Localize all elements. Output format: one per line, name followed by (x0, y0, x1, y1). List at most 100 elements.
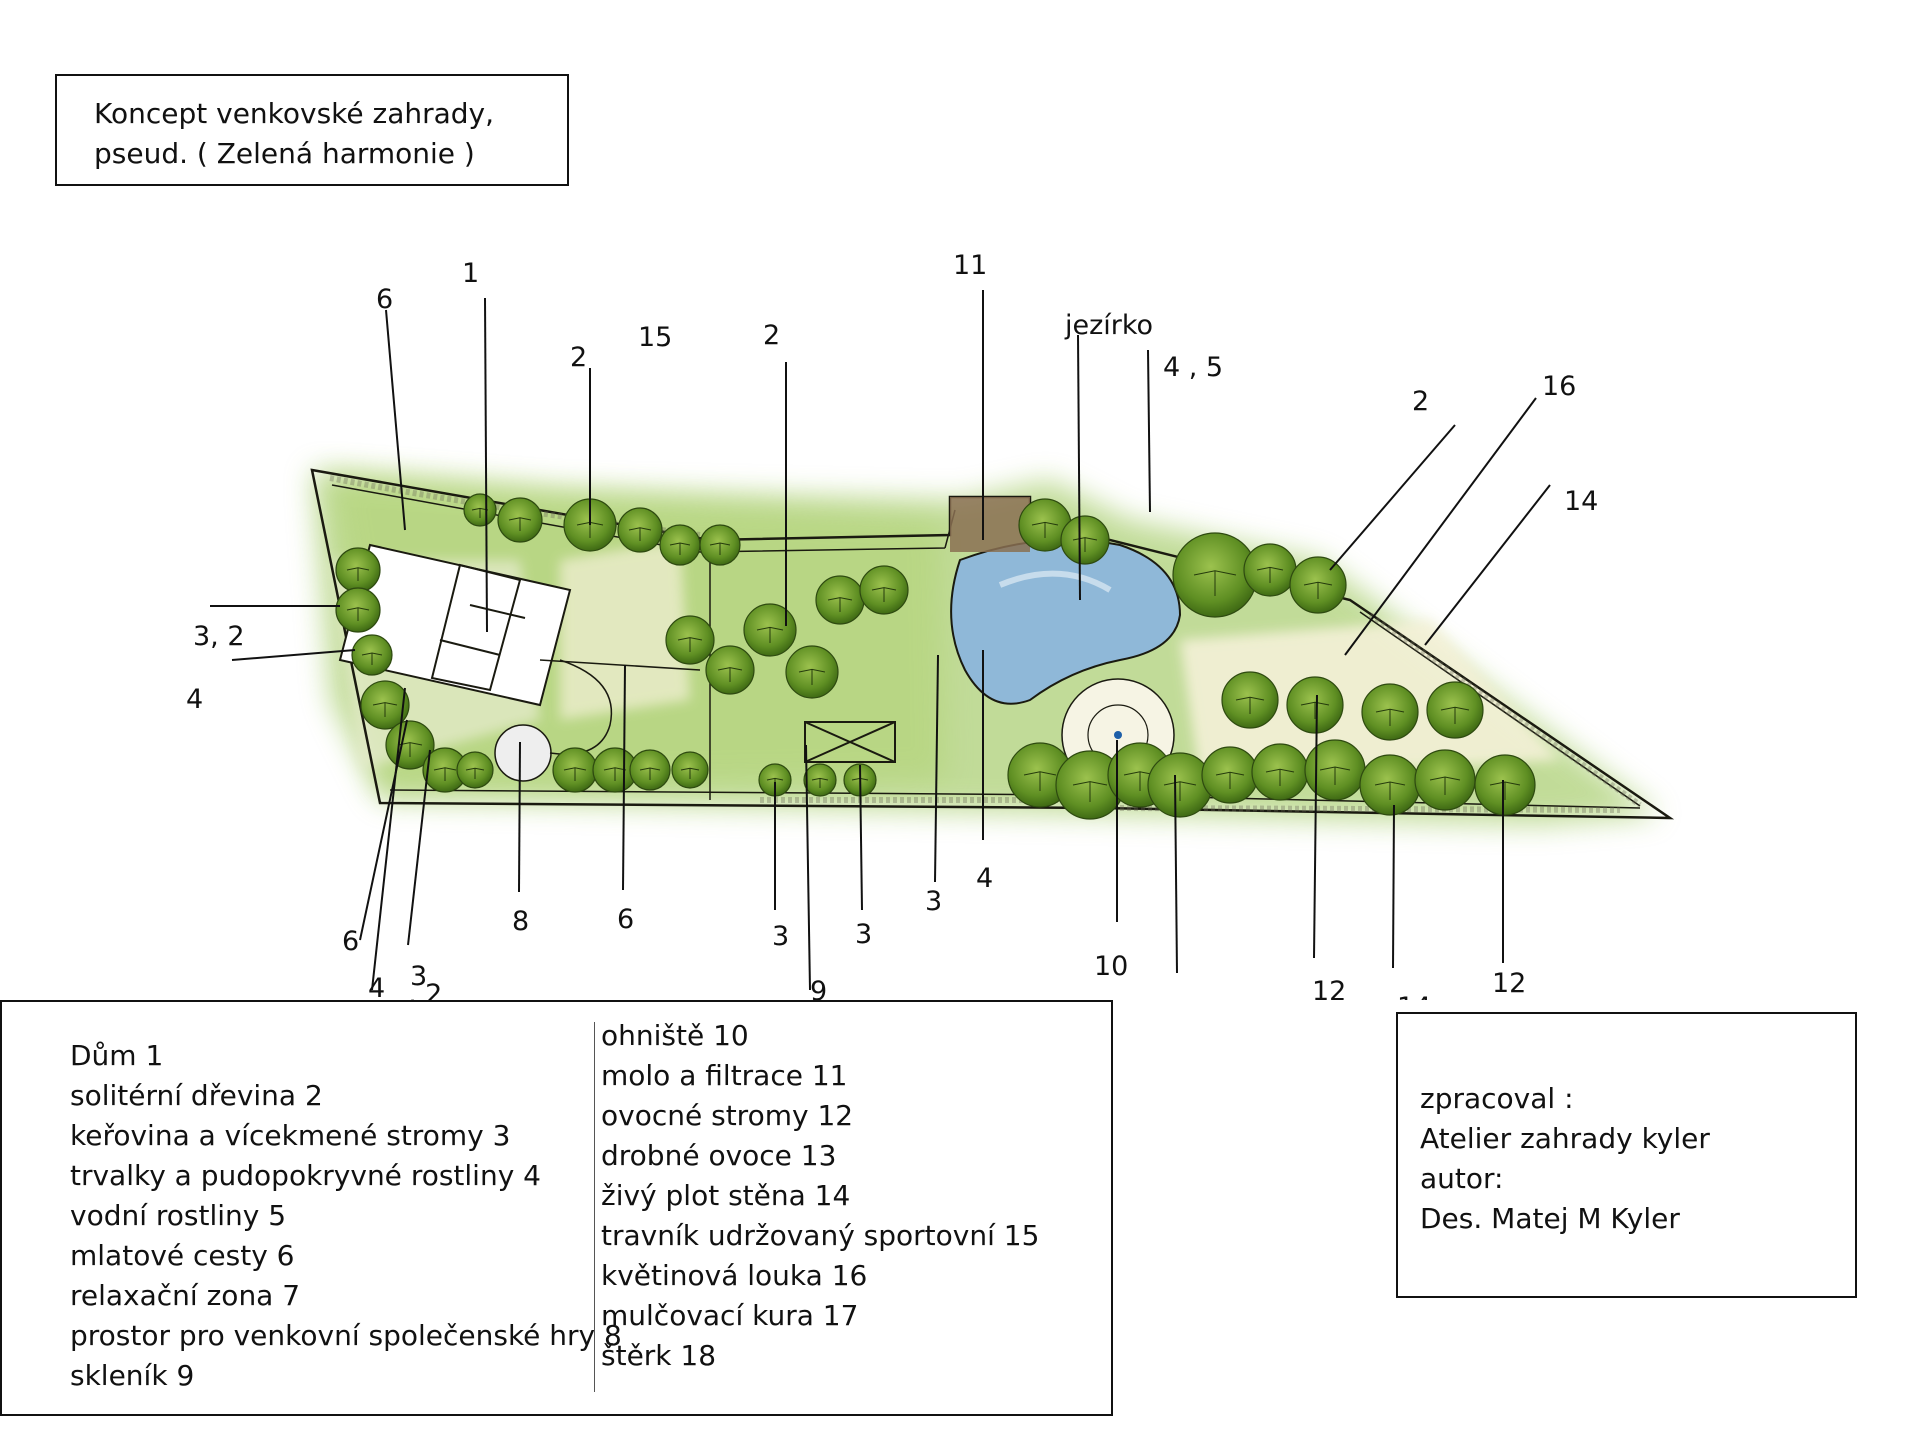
tree-branches (508, 517, 532, 531)
legend-item: skleník 9 (70, 1359, 195, 1392)
callout-15: 15 (638, 322, 672, 353)
tree-branches (1215, 771, 1245, 789)
legend-item: trvalky a pudopokryvné rostliny 4 (70, 1159, 541, 1192)
callout-3-2-b-tail: , 2 (408, 979, 442, 1000)
tree-branches (628, 527, 652, 541)
callout-14-b: 14 (1397, 992, 1431, 1000)
tree-branches (680, 767, 700, 779)
credits-line-3: autor: (1420, 1162, 1504, 1195)
callout-9: 9 (810, 976, 827, 1000)
tree-branches (1072, 781, 1108, 802)
tree-branches (1440, 706, 1470, 724)
callout-12-b: 12 (1492, 968, 1526, 999)
legend-item: keřovina a vícekmené stromy 3 (70, 1119, 511, 1152)
callout-4-b: 4 (368, 973, 385, 1000)
legend-item: travník udržovaný sportovní 15 (601, 1219, 1040, 1252)
tree-branches (346, 567, 370, 581)
callout-2-b: 2 (763, 320, 780, 351)
garden-plan: 1 6 2 15 2 11 jezírko 4 , 5 2 16 14 3, 2… (186, 250, 1675, 1000)
tree-branches (465, 767, 485, 779)
legend-item: květinová louka 16 (601, 1259, 868, 1292)
tree-branches (756, 626, 784, 643)
legend-item: prostor pro venkovní společenské hry 8 (70, 1319, 622, 1352)
greenhouse (804, 721, 896, 763)
legend-item: ovocné stromy 12 (601, 1099, 854, 1132)
tree-branches (1303, 581, 1333, 599)
tree-branches (1072, 537, 1098, 552)
tree-branches (1193, 570, 1237, 596)
legend-right-column: ohniště 10 molo a filtrace 11 ovocné str… (601, 1016, 1039, 1376)
tree-branches (603, 767, 627, 781)
tree-branches (372, 702, 398, 717)
legend-item: štěrk 18 (601, 1339, 717, 1372)
tree-branches (1235, 696, 1265, 714)
credits-line-2: Atelier zahrady kyler (1420, 1122, 1710, 1155)
tree-branches (1031, 521, 1059, 538)
callout-3-2-b: 3 (410, 961, 427, 992)
tree-branches (669, 542, 691, 555)
tree-branches (563, 767, 587, 781)
callout-3-b: 3 (855, 919, 872, 950)
tree-branches (677, 637, 703, 652)
pier (950, 497, 1030, 552)
callout-14-a: 14 (1564, 486, 1598, 517)
tree-branches (1023, 771, 1057, 791)
callout-4-a: 4 (186, 684, 203, 715)
callout-jezirko: jezírko (1064, 310, 1153, 341)
title-line-1: Koncept venkovské zahrady, (94, 97, 495, 130)
legend-item: Dům 1 (70, 1039, 164, 1072)
tree-branches (709, 542, 731, 555)
tree-branches (1319, 766, 1351, 785)
tree-branches (811, 777, 829, 788)
tree-branches (639, 767, 661, 780)
tree-branches (361, 652, 383, 665)
legend-item: mlatové cesty 6 (70, 1239, 295, 1272)
legend-item: molo a filtrace 11 (601, 1059, 848, 1092)
legend-item: vodní rostliny 5 (70, 1199, 287, 1232)
tree-branches (1163, 781, 1197, 801)
tree-branches (798, 668, 826, 685)
credits-box: zpracoval : Atelier zahrady kyler autor:… (1396, 1012, 1857, 1298)
legend-item: drobné ovoce 13 (601, 1139, 837, 1172)
tree-branches (1300, 701, 1330, 719)
callout-4-5: 4 , 5 (1163, 352, 1223, 383)
callout-3-2-a: 3, 2 (193, 621, 245, 652)
tree-branches (1375, 708, 1405, 726)
callout-2-c: 2 (1412, 386, 1429, 417)
callout-2-d: 2 (1173, 998, 1190, 1000)
legend-left-column: Dům 1 solitérní dřevina 2 keřovina a víc… (70, 1036, 622, 1396)
callout-6-c: 6 (617, 904, 634, 935)
callout-8: 8 (512, 906, 529, 937)
hedge-border (329, 475, 1642, 813)
callout-6-b: 6 (342, 926, 359, 957)
tree-branches (1489, 781, 1521, 800)
callout-1: 1 (462, 258, 479, 289)
callout-3-c: 3 (925, 886, 942, 917)
credits-line-1: zpracoval : (1420, 1082, 1574, 1115)
tree-branches (433, 767, 457, 781)
tree-branches (871, 587, 897, 602)
callout-2-a: 2 (570, 342, 587, 373)
tree-branches (1374, 781, 1406, 800)
legend-item: solitérní dřevina 2 (70, 1079, 323, 1112)
tree-branches (1429, 776, 1461, 795)
tree-branches (346, 607, 370, 621)
title-line-2: pseud. ( Zelená harmonie ) (94, 137, 475, 170)
tree-branches (1256, 566, 1284, 583)
callout-4-c: 4 (976, 863, 993, 894)
legend-item: relaxační zona 7 (70, 1279, 301, 1312)
callout-6-top: 6 (376, 284, 393, 315)
callout-12-a: 12 (1312, 976, 1346, 1000)
callouts: 1 6 2 15 2 11 jezírko 4 , 5 2 16 14 3, 2… (186, 250, 1598, 1000)
tree-branches (1265, 768, 1295, 786)
legend-item: živý plot stěna 14 (601, 1179, 851, 1212)
title-box: Koncept venkovské zahrady, pseud. ( Zele… (55, 74, 569, 186)
leader-lines (210, 290, 1551, 991)
callout-3-a: 3 (772, 921, 789, 952)
house (338, 543, 572, 707)
legend-item: ohniště 10 (601, 1019, 749, 1052)
callout-10: 10 (1094, 951, 1128, 982)
callout-11: 11 (953, 250, 987, 281)
callout-16: 16 (1542, 371, 1576, 402)
legend-item: mulčovací kura 17 (601, 1299, 859, 1332)
